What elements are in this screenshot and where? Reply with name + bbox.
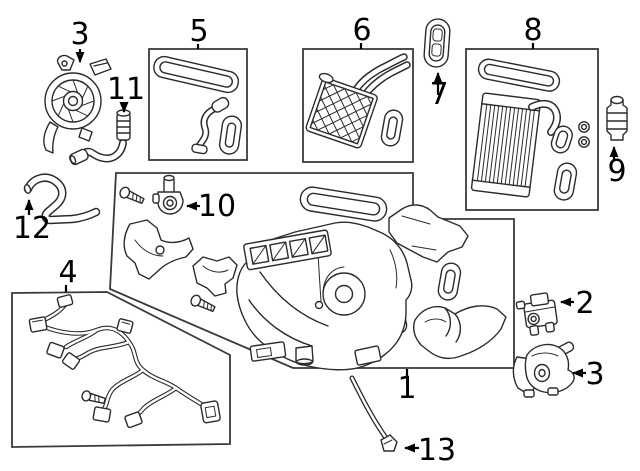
aspirator-pipe — [191, 96, 230, 155]
callout-3-top: 3 — [70, 17, 90, 63]
callout-4: 4 — [58, 255, 78, 292]
heater-core — [305, 72, 378, 149]
actuator-upper — [515, 292, 558, 336]
callout-12: 12 — [13, 199, 51, 246]
callout-label: 3 — [70, 17, 89, 52]
callout-label: 8 — [523, 13, 542, 48]
callout-3-bottom: 3 — [572, 357, 605, 392]
callout-11: 11 — [107, 72, 145, 113]
callout-label: 11 — [107, 72, 145, 107]
box-seal-kit — [148, 48, 248, 161]
callout-label: 6 — [352, 13, 371, 48]
callout-label: 9 — [607, 154, 626, 189]
drain-hose — [23, 173, 101, 225]
wire-harness — [28, 294, 221, 429]
callout-label: 10 — [198, 189, 236, 224]
callout-2: 2 — [560, 286, 595, 321]
box-heater-core — [302, 48, 414, 163]
box-evaporator — [465, 48, 599, 211]
grommet-7 — [423, 18, 451, 68]
power-transistor — [152, 174, 184, 215]
callout-10: 10 — [186, 189, 236, 224]
callout-label: 4 — [58, 255, 77, 290]
callout-label: 12 — [13, 211, 51, 246]
evaporator-core — [470, 92, 542, 198]
duct-seal — [153, 55, 240, 94]
small-grommet-6 — [380, 109, 404, 147]
evap-seal — [477, 58, 561, 92]
callout-13: 13 — [404, 433, 456, 468]
unit-grommet — [437, 262, 462, 301]
evap-pipe — [528, 99, 573, 154]
callout-1: 1 — [397, 369, 417, 406]
callout-5: 5 — [189, 14, 209, 49]
screw-3 — [81, 390, 106, 404]
evap-grommet — [553, 162, 578, 201]
unit-top-seal — [299, 186, 388, 222]
mount-bracket-center — [192, 256, 238, 297]
blower-motor — [43, 54, 112, 154]
sensor-9 — [606, 95, 628, 141]
box-wire-harness — [11, 291, 231, 448]
valve-with-hose — [69, 109, 131, 166]
callout-6: 6 — [352, 13, 372, 49]
box-main-unit — [109, 172, 515, 371]
actuator-lower — [512, 341, 575, 398]
upper-duct — [388, 204, 469, 263]
callout-label: 1 — [397, 371, 416, 406]
heater-pipes — [350, 53, 411, 102]
callout-label: 5 — [189, 14, 208, 49]
screw-1 — [119, 186, 145, 205]
callouts: 3 11 5 6 7 8 9 12 — [13, 13, 627, 468]
callout-9: 9 — [607, 146, 627, 189]
small-grommet-5 — [218, 115, 243, 155]
intake-vent-frame — [243, 229, 332, 271]
mount-bracket-left — [123, 219, 194, 280]
callout-8: 8 — [523, 13, 543, 49]
foot-duct — [412, 305, 507, 360]
callout-7: 7 — [429, 72, 449, 112]
drain-tube — [349, 375, 398, 452]
callout-label: 3 — [585, 357, 604, 392]
callout-label: 13 — [418, 433, 456, 468]
callout-label: 2 — [575, 286, 594, 321]
screw-2 — [190, 294, 216, 313]
o-rings — [578, 121, 590, 148]
